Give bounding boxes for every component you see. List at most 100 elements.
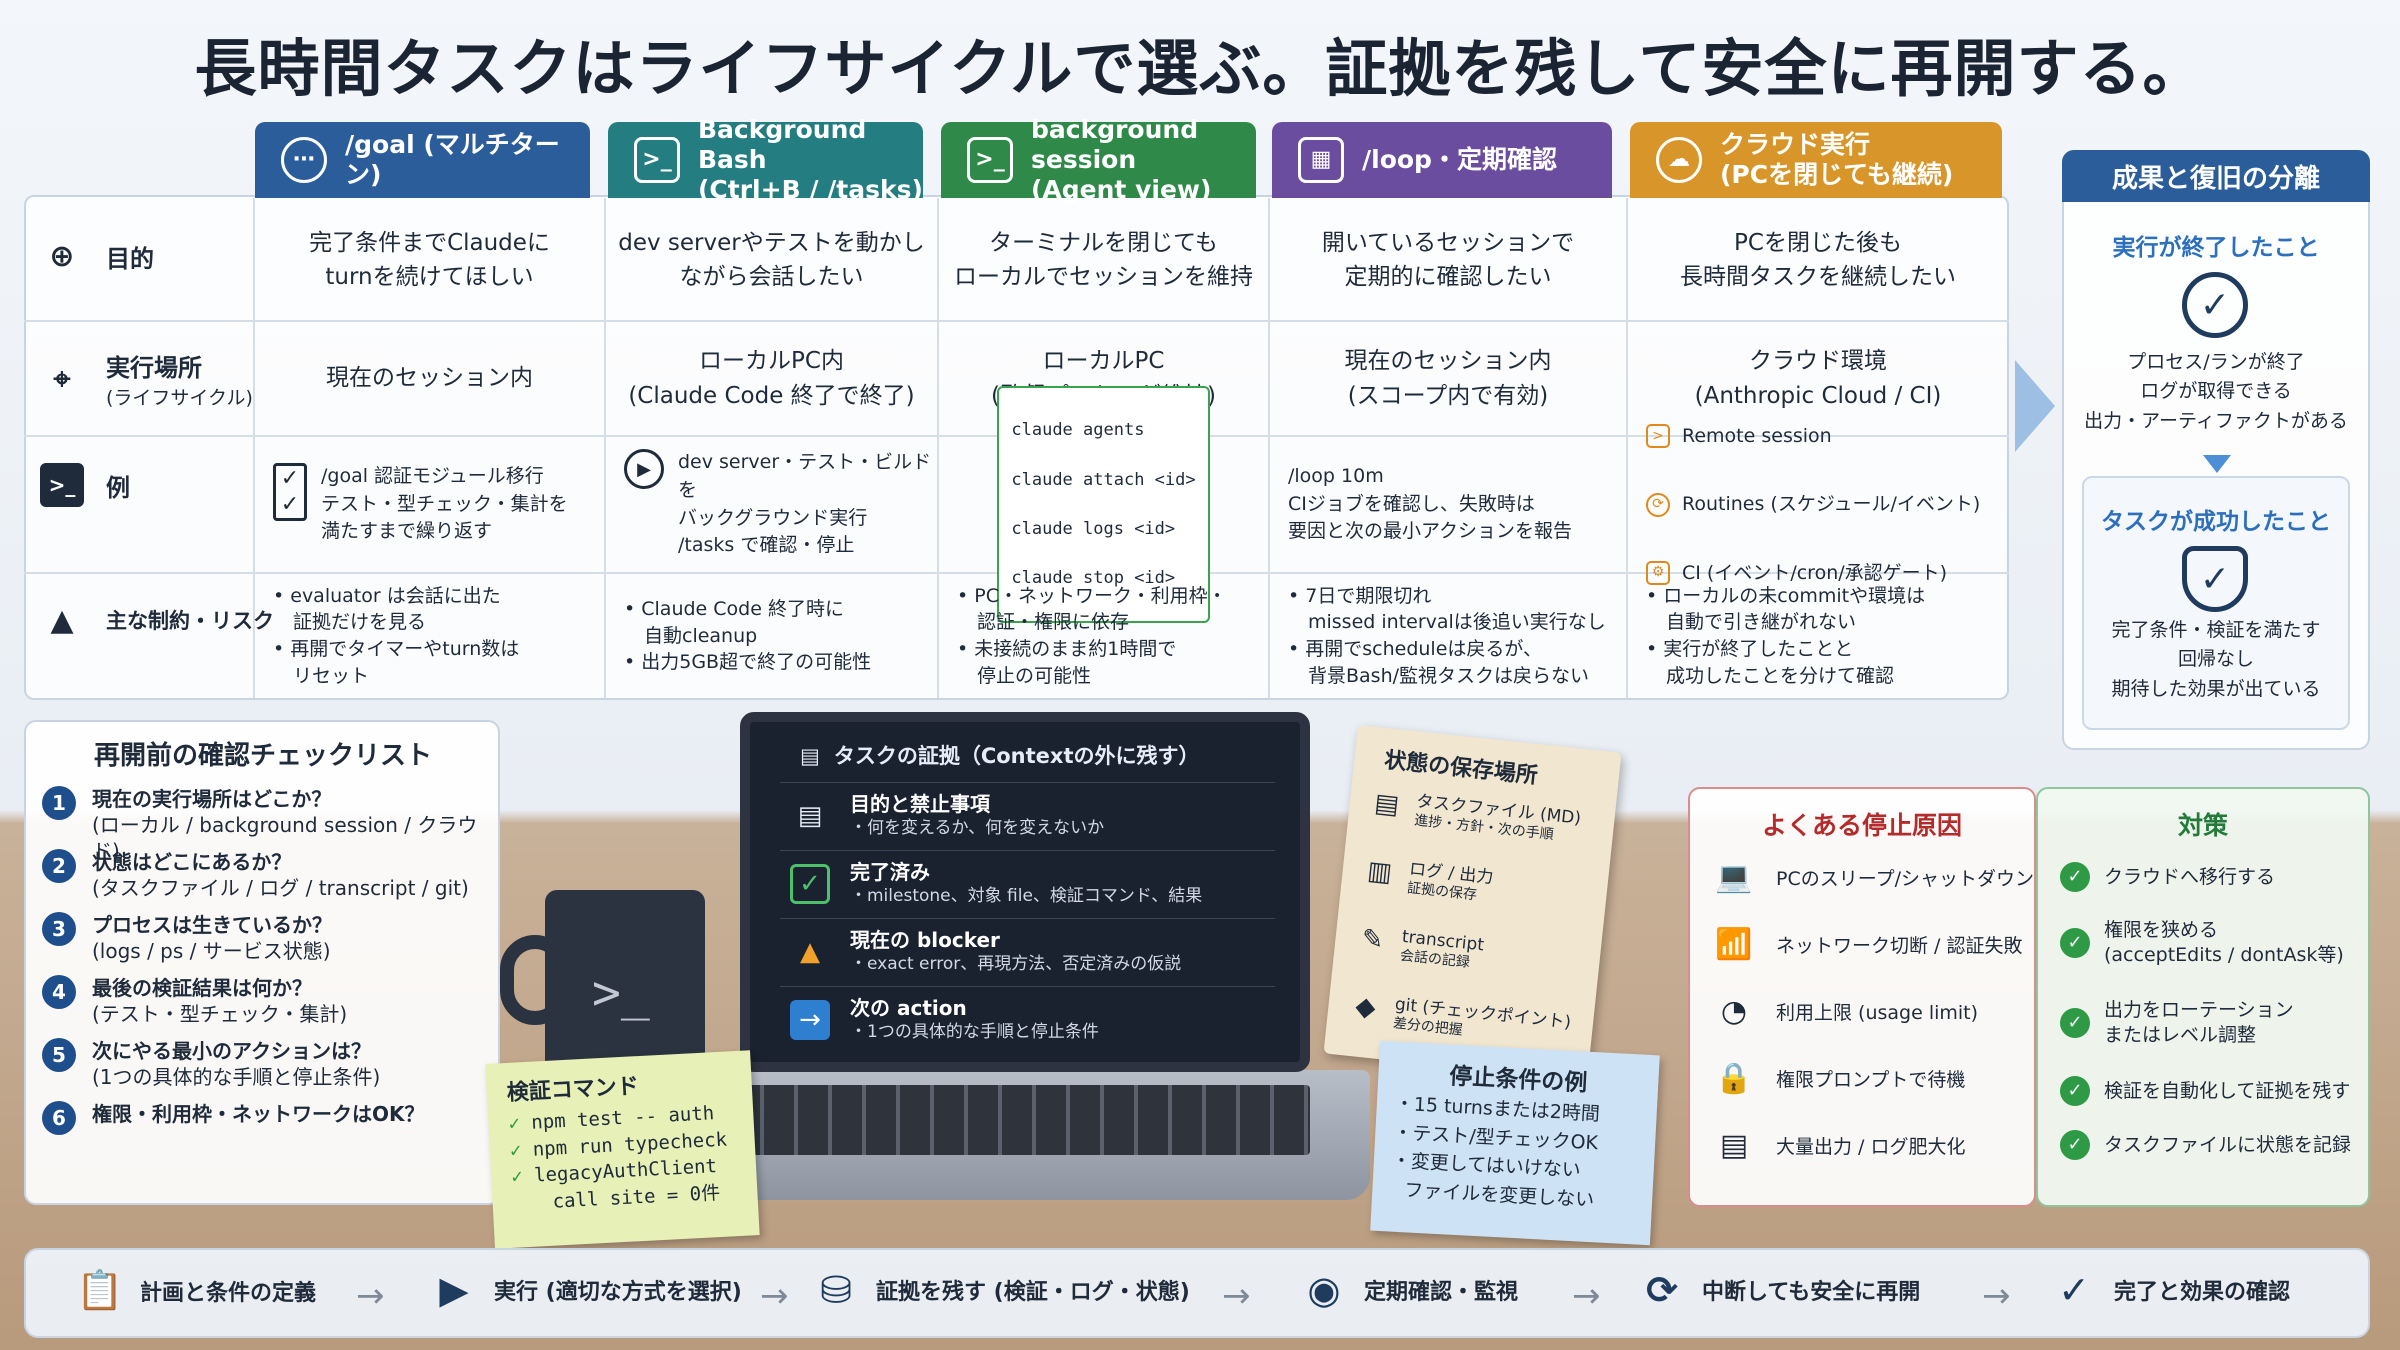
- cell-risk-bash: Claude Code 終了時に 自動cleanup出力5GB超で終了の可能性: [606, 574, 937, 698]
- cell-risk-loop: 7日で期限切れ missed intervalは後追い実行なし再開でschedu…: [1270, 574, 1626, 698]
- flow-step: 📋計画と条件の定義: [76, 1268, 316, 1313]
- risk-bullet: 再開でタイマーやturn数は リセット: [273, 636, 519, 689]
- flow-step: ▶実行 (適切な方式を選択): [430, 1268, 741, 1312]
- cell-example-bash: ▶ dev server・テスト・ビルドを バックグラウンド実行 /tasks …: [606, 437, 937, 572]
- code-line: claude logs <id>: [1011, 518, 1176, 539]
- check-circle-icon: ✓: [2060, 862, 2090, 892]
- measure-text: クラウドへ移行する: [2104, 865, 2276, 888]
- checklist-detail: (タスクファイル / ログ / transcript / git): [92, 876, 469, 900]
- chat-bubble-icon: ⋯: [281, 137, 327, 183]
- file-growth-icon: ▤: [1719, 1128, 1749, 1163]
- checklist-icon: ✓✓: [273, 463, 307, 522]
- example-text: /goal 認証モジュール移行 テスト・型チェック・集計を 満たすまで繰り返す: [321, 465, 568, 543]
- column-header-background-session: >_ background session (Agent view): [941, 115, 1256, 204]
- arrow-right-icon: →: [790, 999, 830, 1040]
- row-label-risk: ▲ 主な制約・リスク: [40, 598, 274, 642]
- row-label-purpose: ⊕ 目的: [40, 234, 154, 278]
- measure-item: ✓タスクファイルに状態を記録: [2060, 1130, 2351, 1160]
- success-title: タスクが成功したこと: [2101, 509, 2331, 535]
- checklist-question: 現在の実行場所はどこか？: [92, 787, 332, 811]
- verify-note-title: 検証コマンド: [506, 1074, 640, 1106]
- checklist-detail: (1つの具体的な手順と停止条件): [92, 1065, 381, 1089]
- clipboard-icon: 📋: [76, 1268, 124, 1312]
- storage-title: 状態の保存場所: [1383, 748, 1539, 790]
- git-icon: ◆: [1353, 991, 1378, 1024]
- wifi-off-icon: 📶: [1715, 927, 1753, 962]
- number-badge: 6: [42, 1101, 76, 1135]
- flow-step-label: 証拠を残す (検証・ログ・状態): [876, 1280, 1190, 1305]
- evidence-item-detail: ・何を変えるか、何を変えないか: [850, 818, 1105, 839]
- arrow-down-icon: [2203, 455, 2231, 473]
- checklist-question: 状態はどこにあるか？: [92, 850, 292, 874]
- risk-bullet: ローカルの未commitや環境は 自動で引き継がれない: [1646, 583, 1925, 636]
- measure-text: 権限を狭める (acceptEdits / dontAsk等): [2104, 919, 2344, 966]
- example-text: dev server・テスト・ビルドを バックグラウンド実行 /tasks で確…: [678, 451, 932, 557]
- cause-item: 🔒権限プロンプトで待機: [1712, 1061, 1965, 1096]
- row-label-main: 実行場所: [106, 354, 202, 382]
- evidence-item-title: 現在の blocker: [850, 928, 1000, 953]
- cell-location-loop: 現在のセッション内 (スコープ内で有効): [1344, 348, 1552, 409]
- check-circle-icon: ✓: [2182, 272, 2248, 338]
- evidence-item: ▲ 現在の blocker・exact error、再現方法、否定済みの仮説: [780, 918, 1275, 984]
- row-label-text: 目的: [106, 244, 154, 273]
- row-label-location: ⌖ 実行場所 (ライフサイクル): [40, 348, 253, 410]
- play-icon: ▶: [439, 1268, 469, 1312]
- number-badge: 3: [42, 912, 76, 946]
- cell-purpose-loop: 開いているセッションで 定期的に確認したい: [1321, 229, 1575, 291]
- checklist-question: 権限・利用枠・ネットワークはOK？: [92, 1102, 425, 1126]
- evidence-item-detail: ・1つの具体的な手順と停止条件: [850, 1022, 1099, 1043]
- terminal-window-icon: >_: [634, 137, 680, 183]
- location-pin-icon: ⌖: [53, 361, 71, 397]
- remote-icon: >: [1646, 424, 1670, 449]
- flow-step-label: 定期確認・監視: [1364, 1280, 1519, 1305]
- evidence-item: → 次の action・1つの具体的な手順と停止条件: [780, 986, 1275, 1052]
- calendar-clock-icon: ▦: [1298, 137, 1344, 183]
- cloud-example-item: > Remote session: [1646, 419, 1980, 453]
- cell-location-bash: ローカルPC内 (Claude Code 終了で終了): [628, 348, 915, 409]
- check-icon: ✓: [510, 1164, 535, 1189]
- risk-bullet: 実行が終了したことと 成功したことを分けて確認: [1646, 636, 1925, 689]
- cloud-example-text: CI (イベント/cron/承認ゲート): [1682, 561, 1948, 584]
- check-circle-icon: ✓: [2060, 1007, 2090, 1038]
- cloud-example-text: Routines (スケジュール/イベント): [1682, 493, 1981, 516]
- cause-text: 利用上限 (usage limit): [1776, 1002, 1979, 1024]
- checklist-detail: (テスト・型チェック・集計): [92, 1002, 348, 1026]
- evidence-item-title: 目的と禁止事項: [850, 792, 990, 817]
- flow-arrow-icon: →: [356, 1276, 385, 1316]
- column-header-label: クラウド実行 (PCを閉じても継続): [1720, 130, 1954, 189]
- number-badge: 2: [42, 849, 76, 883]
- column-divider: [253, 198, 255, 698]
- risk-bullet: PC・ネットワーク・利用枠・ 認証・権限に依存: [957, 583, 1226, 636]
- flow-step-label: 中断しても安全に再開: [1702, 1280, 1921, 1305]
- cause-text: 大量出力 / ログ肥大化: [1776, 1136, 1966, 1158]
- transcript-icon: ✎: [1360, 923, 1386, 956]
- cloud-icon: ☁: [1656, 137, 1702, 183]
- checklist-question: プロセスは生きているか？: [92, 913, 332, 937]
- check-icon: ✓: [790, 863, 830, 904]
- cloud-example-item: ⚙CI (イベント/cron/承認ゲート): [1646, 556, 1980, 590]
- causes-title: よくある停止原因: [1761, 811, 1962, 840]
- cloud-example-item: ⟳Routines (スケジュール/イベント): [1646, 487, 1980, 521]
- checklist-panel: [24, 720, 500, 1205]
- check-circle-icon: ✓: [2060, 1130, 2090, 1160]
- check-circle-icon: ✓: [2060, 927, 2090, 958]
- column-header-label: /goal (マルチターン): [345, 130, 560, 189]
- column-divider: [937, 198, 939, 698]
- risk-bullet: Claude Code 終了時に 自動cleanup: [624, 596, 871, 649]
- terminal-prompt-icon: >_: [592, 965, 650, 1021]
- cell-example-session: claude agents claude attach <id> claude …: [939, 385, 1268, 624]
- cause-item: ▤ 大量出力 / ログ肥大化: [1712, 1128, 1966, 1163]
- evidence-item-detail: ・milestone、対象 file、検証コマンド、結果: [850, 886, 1203, 907]
- finished-text: プロセス/ランが終了 ログが取得できる 出力・アーティファクトがある: [2084, 351, 2348, 432]
- flow-step: ◉定期確認・監視: [1300, 1268, 1518, 1312]
- shield-check-icon: ✓: [2182, 546, 2248, 612]
- number-badge: 1: [42, 786, 76, 820]
- cell-risk-session: PC・ネットワーク・利用枠・ 認証・権限に依存未接続のまま約1時間で 停止の可能…: [939, 574, 1268, 698]
- column-header-label: background session (Agent view): [1031, 115, 1212, 204]
- storage-item: ▥ログ / 出力証拠の保存: [1362, 855, 1494, 907]
- cloud-example-text: Remote session: [1682, 425, 1832, 448]
- document-icon: ▤: [797, 800, 823, 831]
- page-title: 長時間タスクはライフサイクルで選ぶ。証拠を残して安全に再開する。: [194, 32, 2206, 105]
- document-icon: ▤: [1373, 788, 1401, 821]
